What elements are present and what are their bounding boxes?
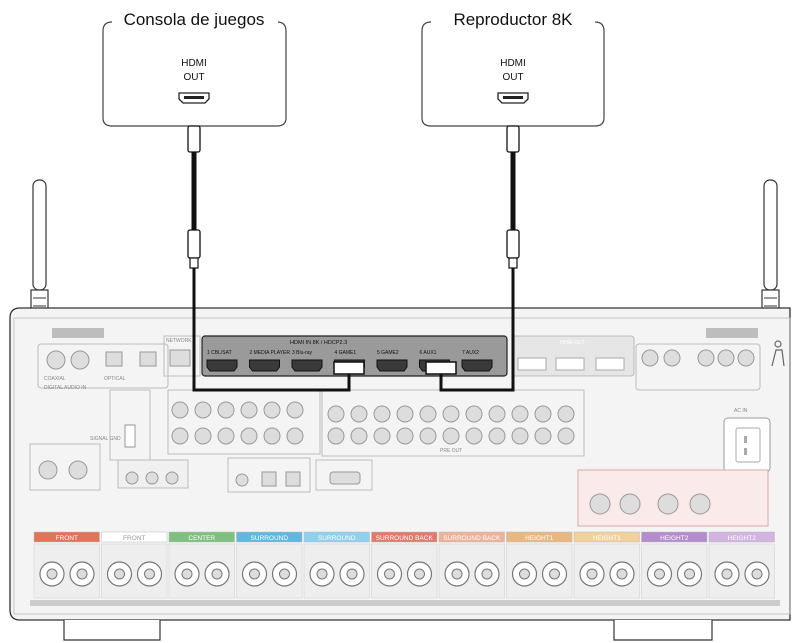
pre-out-jack: [443, 406, 459, 422]
rca-jack: [264, 402, 280, 418]
rca-jack: [195, 402, 211, 418]
pre-out-jack: [328, 428, 344, 444]
pre-out-jack: [420, 428, 436, 444]
hdmi-input-label: 1 CBL/SAT: [207, 350, 232, 356]
rca-jack: [241, 402, 257, 418]
pre-out-jack: [420, 406, 436, 422]
hdmi-in-header: HDMI IN 8K / HDCP2.3: [290, 340, 347, 346]
speaker-label: SURROUND BACK: [376, 535, 434, 542]
speaker-terminal-group: SURROUND: [237, 532, 303, 598]
ac-in-label: AC IN: [734, 408, 748, 414]
pre-out-jack: [351, 406, 367, 422]
pre-out-jack: [374, 406, 390, 422]
rca-jack: [241, 428, 257, 444]
pre-out-jack: [489, 428, 505, 444]
signal-gnd-label: SIGNAL GND: [90, 436, 121, 442]
pre-out-jack: [397, 428, 413, 444]
svg-text:COAXIAL: COAXIAL: [44, 376, 66, 382]
pre-out-jack: [466, 428, 482, 444]
speaker-label: SURROUND: [318, 535, 356, 542]
rca-jack: [287, 402, 303, 418]
pre-out-jack: [443, 428, 459, 444]
rca-jack: [218, 428, 234, 444]
pre-out-jack: [558, 428, 574, 444]
speaker-terminals: FRONT FRONT CENTER SURROUND SURROUND SURROUND…: [34, 532, 775, 598]
svg-text:NETWORK: NETWORK: [166, 338, 192, 344]
pre-out-jack: [397, 406, 413, 422]
speaker-label: SURROUND: [250, 535, 288, 542]
speaker-terminal-group: HEIGHT2: [642, 532, 708, 598]
pre-out-jack: [466, 406, 482, 422]
game-console-device: Consola de juegos HDMI OUT: [103, 10, 286, 126]
hdmi-input-label: 5 GAME2: [377, 350, 399, 356]
speaker-terminal-group: SURROUND: [304, 532, 370, 598]
hdmi-input-label: 7 AUX2: [462, 350, 479, 356]
rca-jack: [264, 428, 280, 444]
pre-out-jack: [351, 428, 367, 444]
speaker-label: HEIGHT1: [525, 535, 554, 542]
hdmi-input-label: 6 AUX1: [420, 350, 437, 356]
speaker-terminal-group: HEIGHT1: [574, 532, 640, 598]
pre-out-label: PRE OUT: [440, 448, 462, 454]
rca-jack: [218, 402, 234, 418]
speaker-label: FRONT: [56, 535, 78, 542]
8k-player-out-label: OUT: [502, 72, 523, 83]
8k-player-hdmi-label: HDMI: [500, 58, 526, 69]
speaker-terminal-group: FRONT: [34, 532, 100, 598]
svg-text:DIGITAL AUDIO IN: DIGITAL AUDIO IN: [44, 385, 87, 391]
speaker-terminal-group: HEIGHT2: [709, 532, 775, 598]
pre-out-jack: [328, 406, 344, 422]
speaker-label: HEIGHT2: [660, 535, 689, 542]
speaker-label: FRONT: [123, 535, 145, 542]
speaker-terminal-group: HEIGHT1: [507, 532, 573, 598]
speaker-label: HEIGHT1: [593, 535, 622, 542]
8k-player-device: Reproductor 8K HDMI OUT: [422, 10, 604, 126]
speaker-terminal-group: CENTER: [169, 532, 235, 598]
game-console-hdmi-label: HDMI: [181, 58, 207, 69]
pre-out-jack: [512, 406, 528, 422]
hdmi-input-label: 3 Blu-ray: [292, 350, 313, 356]
hdmi-out-label: HDMI OUT: [560, 340, 585, 346]
speaker-terminal-group: SURROUND BACK: [439, 532, 505, 598]
rca-jack: [195, 428, 211, 444]
speaker-terminal-group: SURROUND BACK: [372, 532, 438, 598]
rca-jack: [172, 428, 188, 444]
game-console-out-label: OUT: [183, 72, 204, 83]
hdmi-input-label: 4 GAME1: [335, 350, 357, 356]
speaker-label: CENTER: [188, 535, 215, 542]
receiver-feet: [64, 620, 712, 640]
pre-out-jack: [512, 428, 528, 444]
game-console-title: Consola de juegos: [124, 10, 265, 29]
8k-player-title: Reproductor 8K: [453, 10, 573, 29]
rca-jack: [172, 402, 188, 418]
pre-out-jack: [558, 406, 574, 422]
av-receiver-rear-panel: COAXIAL OPTICAL DIGITAL AUDIO IN NETWORK…: [10, 308, 790, 620]
speaker-label: HEIGHT2: [728, 535, 757, 542]
svg-text:OPTICAL: OPTICAL: [104, 376, 126, 382]
hdmi-input-label: 2 MEDIA PLAYER: [250, 350, 291, 356]
rca-jack: [287, 428, 303, 444]
pre-out-jack: [489, 406, 505, 422]
pre-out-jack: [535, 428, 551, 444]
pre-out-jack: [374, 428, 390, 444]
speaker-label: SURROUND BACK: [443, 535, 501, 542]
pre-out-jack: [535, 406, 551, 422]
speaker-terminal-group: FRONT: [102, 532, 168, 598]
